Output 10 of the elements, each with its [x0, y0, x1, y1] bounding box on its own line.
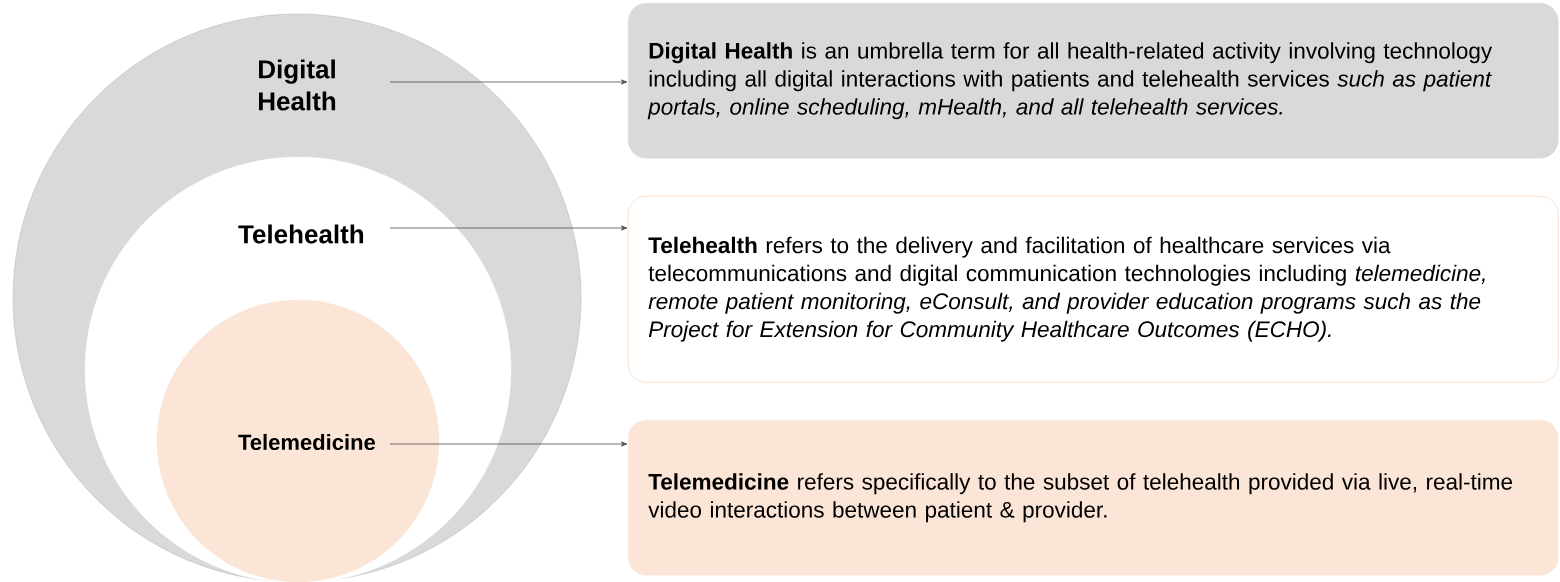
definition-box: Telemedicine refers specifically to the subset of telehealth provided via live, real-time video interactions between patient & provider. [628, 420, 1559, 576]
definition-box: Digital Health is an umbrella term for all health-related activity involving technology including all digital interactions with patients and telehealth services such as patient portals, online scheduling, mHealth, and all telehealth services. [628, 3, 1559, 159]
arrow [389, 225, 628, 231]
circle-label: Digital Health [259, 59, 336, 111]
circle-label: Telehealth [238, 224, 364, 244]
definition-box: Telehealth refers to the delivery and facilitation of healthcare services via telecommunications and digital communication technologies including telemedicine, remote patient monitoring, eConsult, and provider education programs such as the Project for Extension for Community Healthcare Outcomes (ECHO). [628, 196, 1559, 383]
circle-region [156, 299, 440, 582]
arrow [389, 79, 628, 85]
circle-label: Telemedicine [238, 433, 375, 451]
arrow [389, 441, 628, 447]
